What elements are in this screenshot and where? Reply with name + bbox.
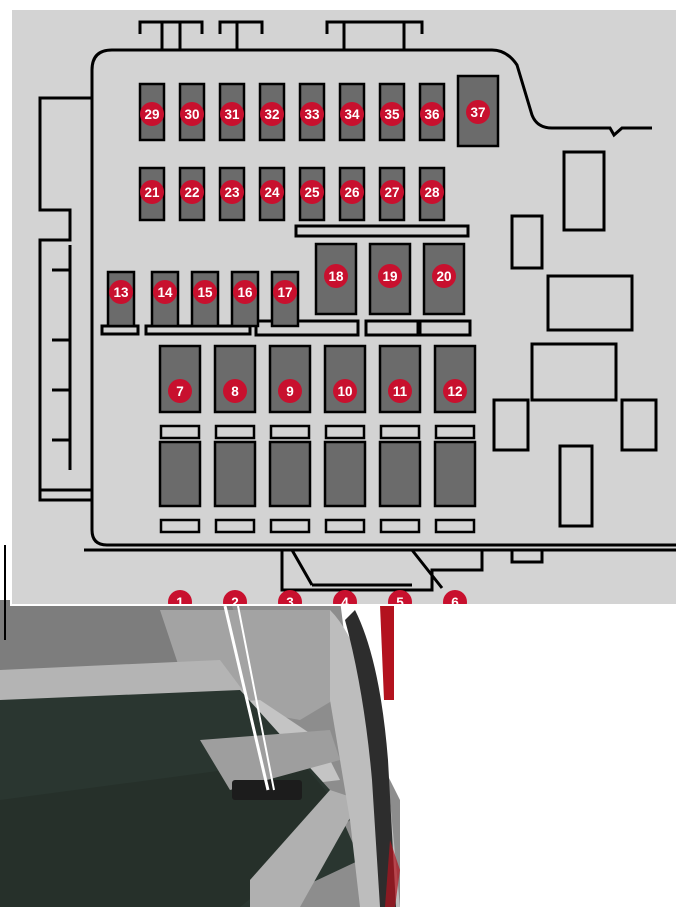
fuse-17: 17	[272, 272, 298, 326]
fuse-23: 23	[220, 168, 244, 220]
fuse-4: 4	[325, 442, 365, 604]
fuse-16: 16	[232, 272, 258, 326]
fuse-number: 34	[344, 107, 360, 122]
fuse-number: 5	[396, 595, 404, 604]
fuse-body	[325, 442, 365, 506]
fuse-body	[270, 442, 310, 506]
fuse-number: 31	[224, 107, 240, 122]
fuse-35: 35	[380, 84, 404, 140]
fuse-number: 33	[304, 107, 320, 122]
fuse-number: 26	[344, 185, 360, 200]
fuse-1: 1	[160, 442, 200, 604]
fuse-number: 16	[237, 285, 253, 300]
fuse-8: 8	[215, 346, 255, 438]
fuse-number: 25	[304, 185, 320, 200]
fuse-10: 10	[325, 346, 365, 438]
fuse-6: 6	[435, 442, 475, 604]
fuse-28: 28	[420, 168, 444, 220]
fuse-number: 6	[451, 595, 459, 604]
fuse-30: 30	[180, 84, 204, 140]
fuse-number: 15	[197, 285, 213, 300]
fuse-19: 19	[370, 244, 410, 314]
fuse-number: 7	[176, 384, 184, 399]
fuse-9: 9	[270, 346, 310, 438]
fuse-25: 25	[300, 168, 324, 220]
fuse-base	[161, 426, 199, 438]
fuse-base	[216, 520, 254, 532]
fuse-26: 26	[340, 168, 364, 220]
fuse-number: 1	[176, 595, 184, 604]
fuse-2: 2	[215, 442, 255, 604]
fuse-number: 21	[144, 185, 160, 200]
fuse-36: 36	[420, 84, 444, 140]
fuse-number: 12	[447, 384, 462, 399]
fuse-37: 37	[458, 76, 498, 146]
fuse-base	[326, 520, 364, 532]
fuse-number: 13	[113, 285, 129, 300]
fuse-number: 8	[231, 384, 239, 399]
fuse-number: 23	[224, 185, 240, 200]
fuse-number: 10	[337, 384, 352, 399]
fuse-20: 20	[424, 244, 464, 314]
fuse-15: 15	[192, 272, 218, 326]
fuse-33: 33	[300, 84, 324, 140]
fuse-22: 22	[180, 168, 204, 220]
fuse-number: 37	[470, 105, 485, 120]
fuse-number: 11	[393, 384, 408, 399]
fuse-number: 22	[184, 185, 199, 200]
fuse-13: 13	[108, 272, 134, 326]
fuse-number: 17	[277, 285, 292, 300]
fuse-base	[381, 426, 419, 438]
fuse-base	[436, 426, 474, 438]
fuse-7: 7	[160, 346, 200, 438]
fuse-number: 18	[328, 269, 344, 284]
fuse-number: 30	[184, 107, 199, 122]
fuse-base	[326, 426, 364, 438]
fuse-31: 31	[220, 84, 244, 140]
fuse-body	[215, 442, 255, 506]
fuse-27: 27	[380, 168, 404, 220]
fuse-number: 29	[144, 107, 159, 122]
fuse-number: 27	[384, 185, 399, 200]
fuse-number: 32	[264, 107, 279, 122]
fuse-base	[161, 520, 199, 532]
fuse-3: 3	[270, 442, 310, 604]
fuse-34: 34	[340, 84, 364, 140]
fuse-29: 29	[140, 84, 164, 140]
fuse-18: 18	[316, 244, 356, 314]
fuse-21: 21	[140, 168, 164, 220]
fuse-base	[271, 520, 309, 532]
fuse-14: 14	[152, 272, 178, 326]
fuse-32: 32	[260, 84, 284, 140]
fuse-number: 36	[424, 107, 440, 122]
fuse-11: 11	[380, 346, 420, 438]
fuse-number: 4	[341, 595, 349, 604]
fuse-base	[436, 520, 474, 532]
fuse-number: 28	[424, 185, 440, 200]
fuse-number: 35	[384, 107, 400, 122]
fuse-body	[380, 442, 420, 506]
fuse-5: 5	[380, 442, 420, 604]
fuse-number: 19	[382, 269, 397, 284]
fuse-number: 20	[436, 269, 451, 284]
fuse-body	[160, 442, 200, 506]
fuse-number: 14	[157, 285, 173, 300]
fuse-base	[381, 520, 419, 532]
fuse-number: 9	[286, 384, 294, 399]
fuse-number: 3	[286, 595, 294, 604]
fuse-12: 12	[435, 346, 475, 438]
fuse-24: 24	[260, 168, 284, 220]
fuse-base	[271, 426, 309, 438]
fuse-body	[435, 442, 475, 506]
fuse-number: 2	[231, 595, 239, 604]
fuse-number: 24	[264, 185, 280, 200]
fuse-base	[216, 426, 254, 438]
